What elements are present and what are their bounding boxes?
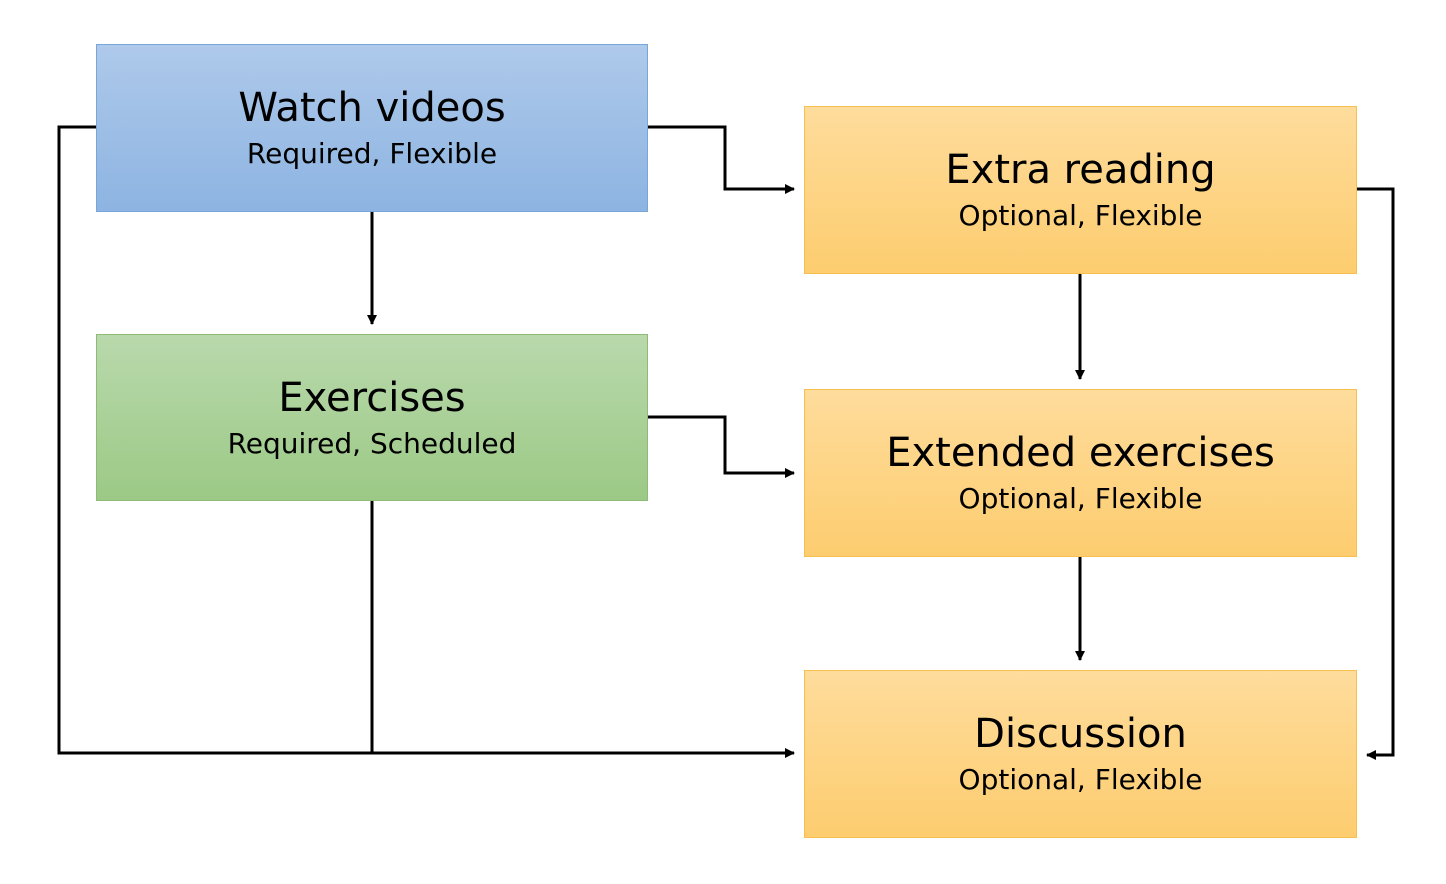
node-subtitle: Required, Flexible — [246, 137, 498, 170]
node-title: Exercises — [278, 374, 466, 421]
node-subtitle: Optional, Flexible — [958, 199, 1203, 232]
node-title: Watch videos — [238, 85, 506, 131]
node-exercises: Exercises Required, Scheduled — [96, 334, 648, 501]
node-extra-reading: Extra reading Optional, Flexible — [804, 106, 1357, 274]
edge-extra-to-discussion — [1357, 187, 1395, 760]
node-subtitle: Optional, Flexible — [958, 763, 1203, 796]
node-title: Extra reading — [945, 147, 1216, 193]
edge-exercises-to-discussion — [370, 501, 795, 758]
node-subtitle: Optional, Flexible — [958, 482, 1203, 515]
node-title: Discussion — [974, 711, 1187, 757]
node-discussion: Discussion Optional, Flexible — [804, 670, 1357, 838]
node-watch-videos: Watch videos Required, Flexible — [96, 44, 648, 212]
edge-watch-to-discussion — [57, 125, 372, 755]
edge-exercises-to-extended — [648, 415, 795, 478]
node-extended-exercises: Extended exercises Optional, Flexible — [804, 389, 1357, 557]
node-title: Extended exercises — [886, 430, 1275, 476]
node-subtitle: Required, Scheduled — [227, 426, 517, 460]
edge-watch-to-extra-reading — [648, 125, 795, 194]
